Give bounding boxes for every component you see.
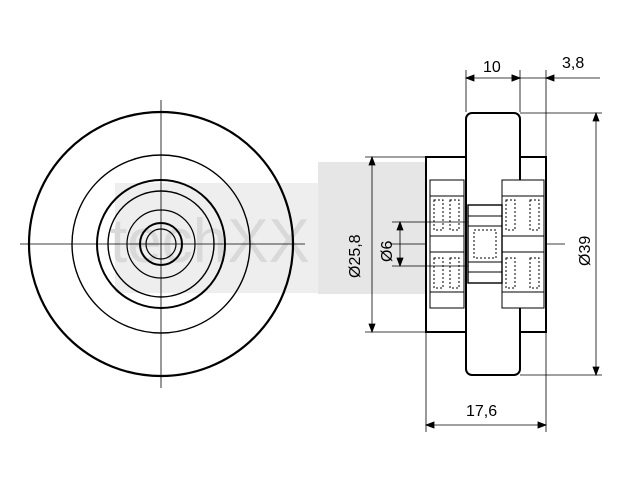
bearing-circle bbox=[126, 209, 196, 279]
dim-dia-inner-hub: Ø25,8 bbox=[347, 234, 364, 278]
bore-outer-circle bbox=[139, 222, 183, 266]
flange-circle bbox=[71, 154, 251, 334]
outer-rim-circle bbox=[27, 110, 295, 378]
right-bearing-section bbox=[501, 179, 545, 309]
dim-dia-bore: Ø6 bbox=[379, 241, 396, 262]
dim-width-hub: 10 bbox=[483, 59, 501, 76]
front-view bbox=[20, 100, 305, 388]
side-view bbox=[390, 112, 565, 376]
dim-width-flange: 3,8 bbox=[562, 55, 584, 72]
hub-inner-circle bbox=[107, 190, 215, 298]
left-bearing-section bbox=[429, 179, 465, 309]
dim-dia-outer: Ø39 bbox=[577, 236, 594, 266]
dim-total-width: 17,6 bbox=[466, 403, 497, 420]
watermark: techXX bbox=[110, 162, 466, 294]
dimension-labels: 10 3,8 Ø25,8 Ø6 Ø39 17,6 bbox=[347, 55, 594, 420]
dimensions bbox=[365, 70, 602, 432]
axle-section bbox=[467, 204, 503, 284]
hub-outer-circle bbox=[96, 179, 226, 309]
bore-inner-circle bbox=[145, 228, 177, 260]
